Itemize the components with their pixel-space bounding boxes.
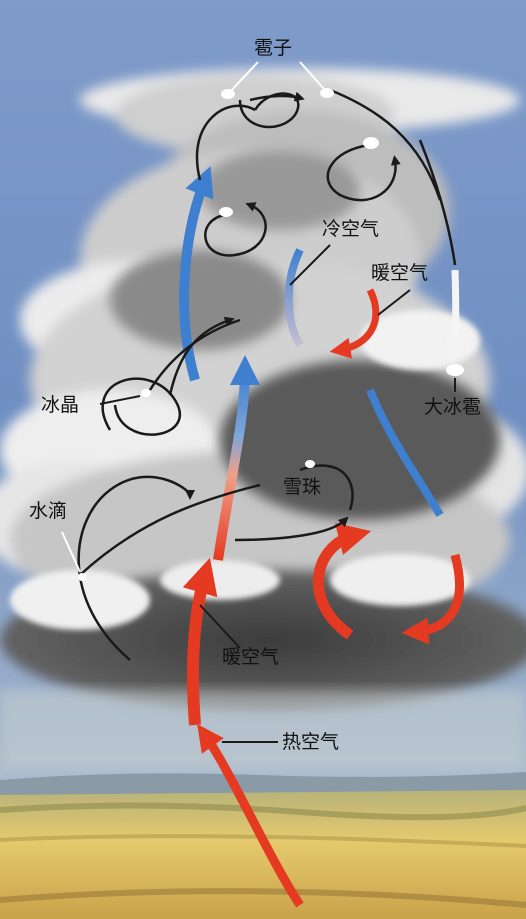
- hailstone-particle-2: [320, 88, 334, 98]
- label-big-hail: 大冰雹: [424, 396, 482, 418]
- cold-downdraft-arrows: [179, 166, 466, 517]
- hot-air-arrow: [197, 724, 304, 908]
- hailstone-particle-4: [219, 207, 233, 217]
- label-warm-air-upper: 暖空气: [371, 262, 429, 284]
- rising-column-arrow: [213, 355, 260, 561]
- warm-air-arrow-lower: [182, 557, 218, 726]
- cold-rising-arrow: [179, 166, 214, 382]
- landscape: [0, 772, 526, 919]
- cold-downdraft-right: [366, 388, 444, 517]
- cold-air-arrow: [284, 248, 304, 348]
- label-water-droplet: 水滴: [29, 500, 68, 522]
- label-warm-air-lower: 暖空气: [222, 646, 280, 668]
- leader-lines: [61, 61, 456, 743]
- hailstone-particle-3: [363, 137, 379, 149]
- warm-updraft-arrows: [182, 288, 464, 908]
- big-hail-particle: [446, 364, 464, 376]
- hailstone-particle-1: [221, 89, 235, 99]
- ice-crystal-particle: [141, 389, 151, 397]
- label-cold-air: 冷空气: [322, 218, 380, 240]
- label-graupel: 雪珠: [283, 476, 322, 498]
- label-hailstones: 雹子: [254, 37, 293, 59]
- water-droplet-particle: [78, 573, 86, 581]
- falling-hail-arrow: [444, 269, 466, 361]
- warm-loop-right: [401, 553, 464, 645]
- warm-air-arrow-upper: [329, 288, 380, 359]
- label-ice-crystal: 冰晶: [41, 394, 80, 416]
- label-hot-air: 热空气: [282, 731, 340, 753]
- warm-loop-left: [312, 523, 372, 640]
- particle-trajectories: [77, 88, 457, 661]
- graupel-particle: [305, 460, 315, 468]
